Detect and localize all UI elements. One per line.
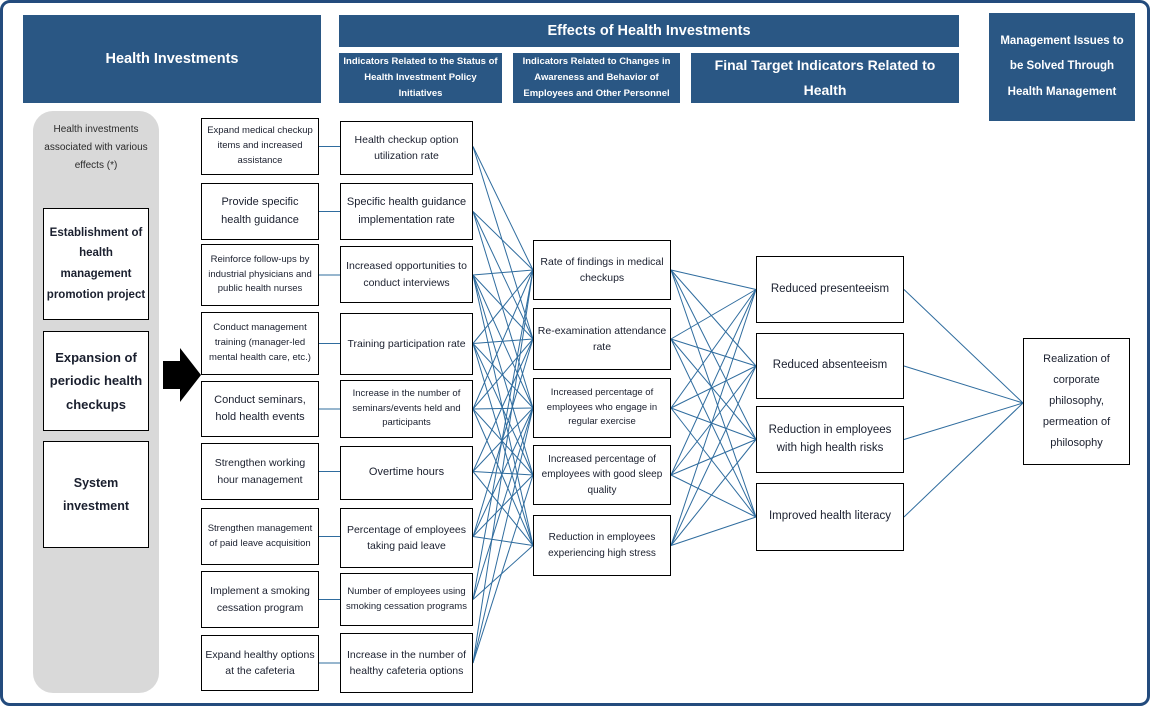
status-indicator-box: Number of employees using smoking cessat…: [340, 573, 473, 626]
status-indicator-box: Overtime hours: [340, 446, 473, 500]
status-indicator-box: Health checkup option utilization rate: [340, 121, 473, 175]
header-health-investments: Health Investments: [23, 15, 321, 103]
status-indicator-box: Increase in the number of seminars/event…: [340, 380, 473, 438]
status-indicator-box: Percentage of employees taking paid leav…: [340, 508, 473, 568]
awareness-indicator-box: Rate of findings in medical checkups: [533, 240, 671, 300]
policy-box: Conduct management training (manager-led…: [201, 312, 319, 375]
header-management-issues: Management Issues to be Solved Through H…: [989, 13, 1135, 121]
status-indicator-box: Increased opportunities to conduct inter…: [340, 246, 473, 303]
status-indicator-box: Training participation rate: [340, 313, 473, 375]
policy-box: Conduct seminars, hold health events: [201, 381, 319, 437]
investment-item-promotion-project: Establishment of health management promo…: [43, 208, 149, 320]
awareness-indicator-box: Reduction in employees experiencing high…: [533, 515, 671, 576]
policy-box: Strengthen working hour management: [201, 443, 319, 500]
policy-box: Expand healthy options at the cafeteria: [201, 635, 319, 691]
policy-box: Strengthen management of paid leave acqu…: [201, 508, 319, 565]
final-target-box: Improved health literacy: [756, 483, 904, 551]
awareness-indicator-box: Increased percentage of employees who en…: [533, 378, 671, 438]
investment-item-system-investment: System investment: [43, 441, 149, 548]
investment-panel-label: Health investments associated with vario…: [44, 124, 148, 171]
header-final-target-indicators: Final Target Indicators Related to Healt…: [691, 53, 959, 103]
final-target-box: Reduction in employees with high health …: [756, 406, 904, 473]
header-indicators-awareness: Indicators Related to Changes in Awarene…: [513, 53, 680, 103]
investment-item-periodic-checkups: Expansion of periodic health checkups: [43, 331, 149, 431]
goal-box: Realization of corporate philosophy, per…: [1023, 338, 1130, 465]
awareness-indicator-box: Re-examination attendance rate: [533, 308, 671, 370]
final-target-box: Reduced absenteeism: [756, 333, 904, 399]
policy-box: Reinforce follow-ups by industrial physi…: [201, 244, 319, 306]
header-effects-of-health-investments: Effects of Health Investments: [339, 15, 959, 47]
policy-box: Implement a smoking cessation program: [201, 571, 319, 628]
policy-box: Provide specific health guidance: [201, 183, 319, 240]
policy-box: Expand medical checkup items and increas…: [201, 118, 319, 175]
status-indicator-box: Increase in the number of healthy cafete…: [340, 633, 473, 693]
status-indicator-box: Specific health guidance implementation …: [340, 183, 473, 240]
header-indicators-status: Indicators Related to the Status of Heal…: [339, 53, 502, 103]
final-target-box: Reduced presenteeism: [756, 256, 904, 323]
awareness-indicator-box: Increased percentage of employees with g…: [533, 445, 671, 505]
